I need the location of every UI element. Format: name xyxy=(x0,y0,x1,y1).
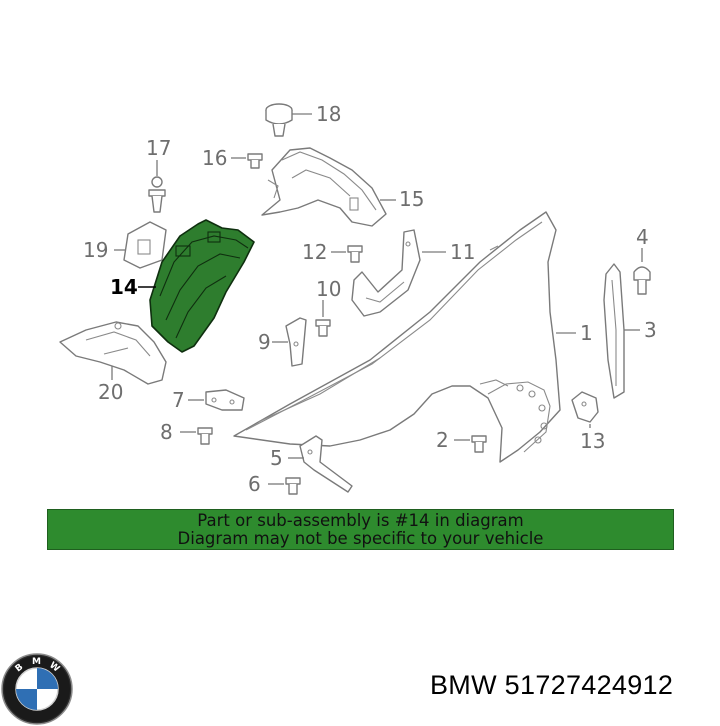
banner-line-1: Part or sub-assembly is #14 in diagram xyxy=(197,510,524,530)
part-3-seal xyxy=(603,263,625,399)
callout-17: 17 xyxy=(146,136,171,160)
part-7-bracket xyxy=(205,389,245,411)
callout-19: 19 xyxy=(83,238,108,262)
callout-15: 15 xyxy=(399,187,424,211)
callout-2: 2 xyxy=(436,428,449,452)
part-15-liner xyxy=(261,147,387,227)
callout-8: 8 xyxy=(160,420,173,444)
part-5-strut xyxy=(299,435,353,493)
part-9-bracket xyxy=(285,317,307,367)
parts-diagram: 18 17 16 15 19 14 xyxy=(59,102,657,496)
callout-9: 9 xyxy=(258,330,271,354)
part-17-clip xyxy=(148,176,166,213)
part-14-wheel-arch-liner xyxy=(149,219,255,353)
part-19-plate xyxy=(123,221,167,269)
part-16-bolt xyxy=(247,153,263,169)
part-8-bolt xyxy=(197,427,213,445)
callout-7: 7 xyxy=(172,388,185,412)
logo-letter-w: W xyxy=(47,660,61,674)
part-4-clip xyxy=(633,266,651,295)
callout-11: 11 xyxy=(450,240,475,264)
callout-20: 20 xyxy=(98,380,123,404)
part-18-clip xyxy=(265,103,293,137)
banner-line-2: Diagram may not be specific to your vehi… xyxy=(177,528,544,548)
part-20-underbody-panel xyxy=(59,321,167,385)
callout-10: 10 xyxy=(316,277,341,301)
callout-13: 13 xyxy=(580,429,605,453)
callout-1: 1 xyxy=(580,321,593,345)
part-2-bolt xyxy=(471,435,487,453)
callout-16: 16 xyxy=(202,146,227,170)
part-10-bolt xyxy=(315,319,331,337)
callout-12: 12 xyxy=(302,240,327,264)
logo-letter-b: B xyxy=(14,662,26,674)
callout-18: 18 xyxy=(316,102,341,126)
callout-5: 5 xyxy=(270,446,283,470)
callout-14: 14 xyxy=(110,275,138,299)
part-1-fender xyxy=(233,211,561,463)
callout-3: 3 xyxy=(644,318,657,342)
part-13-bracket xyxy=(571,391,599,423)
bmw-roundel-icon: B M W xyxy=(1,653,73,725)
part-6-bolt xyxy=(285,477,301,495)
part-12-bolt xyxy=(347,245,363,263)
highlight-banner: Part or sub-assembly is #14 in diagram D… xyxy=(47,509,674,550)
logo-letter-m: M xyxy=(32,657,41,667)
callout-6: 6 xyxy=(248,472,261,496)
part-11-bracket xyxy=(351,229,421,317)
callout-4: 4 xyxy=(636,225,649,249)
brand-part-number: BMW 51727424912 xyxy=(430,670,674,700)
